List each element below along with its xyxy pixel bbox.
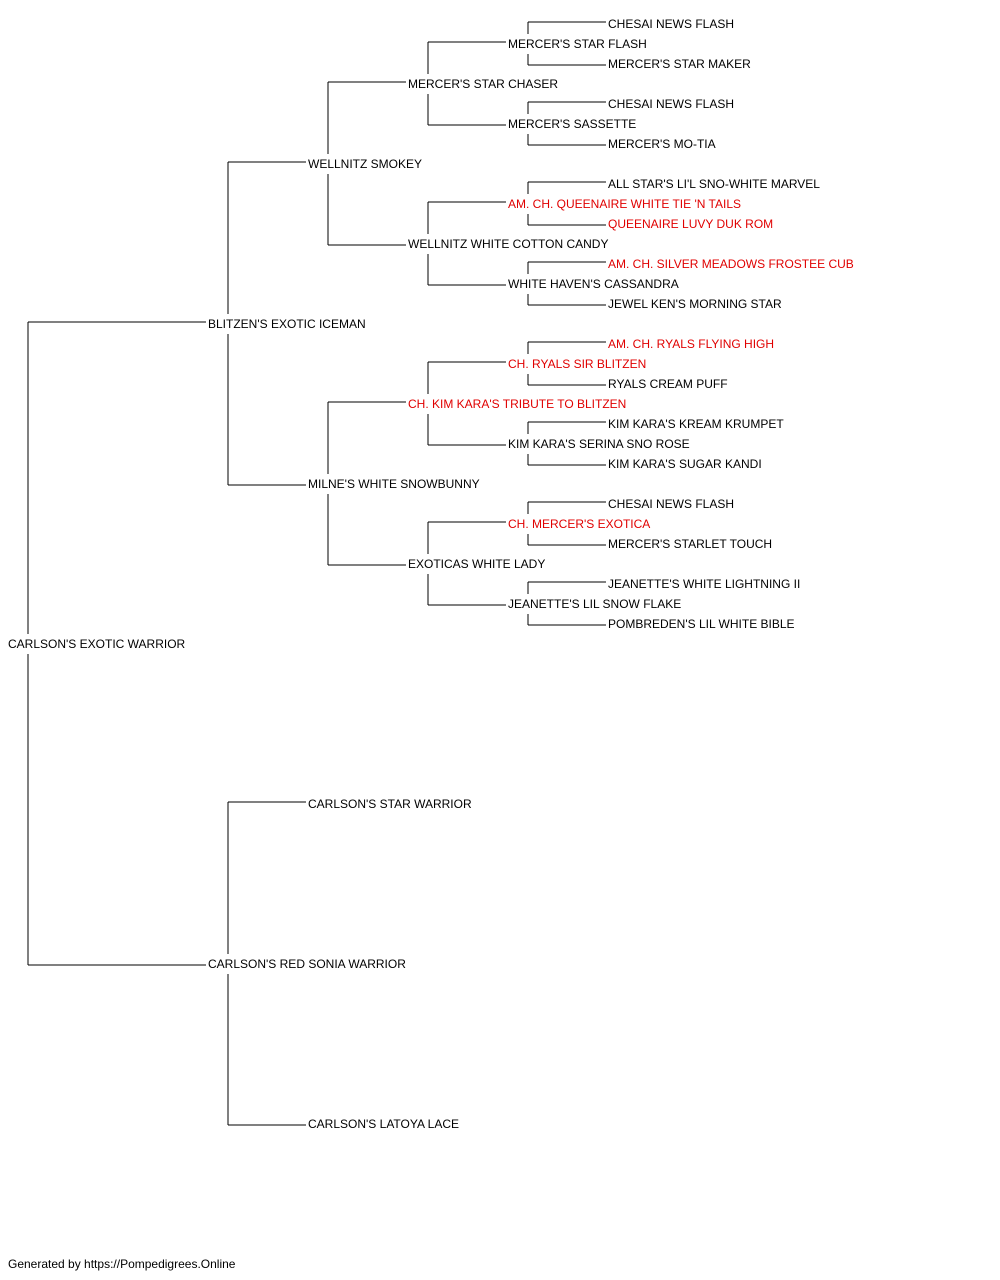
pedigree-node-sire-dam-sire-dam-sire: KIM KARA'S KREAM KRUMPET — [608, 417, 784, 431]
pedigree-node-sire-dam-sire: CH. KIM KARA'S TRIBUTE TO BLITZEN — [408, 397, 626, 411]
pedigree-node-sire-sire-sire-sire: MERCER'S STAR FLASH — [508, 37, 647, 51]
pedigree-node-sire-dam-sire-sire: CH. RYALS SIR BLITZEN — [508, 357, 646, 371]
pedigree-node-sire-sire-sire: MERCER'S STAR CHASER — [408, 77, 558, 91]
pedigree-node-sire-sire-dam-dam-sire: AM. CH. SILVER MEADOWS FROSTEE CUB — [608, 257, 854, 271]
pedigree-node-dam: CARLSON'S RED SONIA WARRIOR — [208, 957, 406, 971]
pedigree-node-sire-dam-sire-sire-dam: RYALS CREAM PUFF — [608, 377, 728, 391]
pedigree-node-sire-dam-sire-dam-dam: KIM KARA'S SUGAR KANDI — [608, 457, 762, 471]
pedigree-node-sire-dam-dam-dam-dam: POMBREDEN'S LIL WHITE BIBLE — [608, 617, 795, 631]
pedigree-node-sire-sire-dam-dam: WHITE HAVEN'S CASSANDRA — [508, 277, 679, 291]
pedigree-node-sire-dam-dam-sire-dam: MERCER'S STARLET TOUCH — [608, 537, 772, 551]
pedigree-node-sire-sire-dam-sire-sire: ALL STAR'S LI'L SNO-WHITE MARVEL — [608, 177, 820, 191]
pedigree-node-sire-sire-sire-dam-sire: CHESAI NEWS FLASH — [608, 97, 734, 111]
pedigree-node-: CARLSON'S EXOTIC WARRIOR — [8, 637, 186, 651]
pedigree-node-sire-dam-dam-dam-sire: JEANETTE'S WHITE LIGHTNING II — [608, 577, 800, 591]
pedigree-node-sire-dam: MILNE'S WHITE SNOWBUNNY — [308, 477, 480, 491]
pedigree-node-sire-dam-sire-sire-sire: AM. CH. RYALS FLYING HIGH — [608, 337, 774, 351]
pedigree-node-sire-sire: WELLNITZ SMOKEY — [308, 157, 422, 171]
pedigree-node-dam-sire: CARLSON'S STAR WARRIOR — [308, 797, 472, 811]
pedigree-node-sire-sire-dam-dam-dam: JEWEL KEN'S MORNING STAR — [608, 297, 782, 311]
pedigree-node-sire-dam-dam: EXOTICAS WHITE LADY — [408, 557, 545, 571]
pedigree-node-sire-dam-dam-sire: CH. MERCER'S EXOTICA — [508, 517, 650, 531]
pedigree-node-sire-dam-dam-dam: JEANETTE'S LIL SNOW FLAKE — [508, 597, 681, 611]
pedigree-node-dam-dam: CARLSON'S LATOYA LACE — [308, 1117, 459, 1131]
footer-credit: Generated by https://Pompedigrees.Online — [8, 1257, 236, 1271]
pedigree-node-sire-sire-dam-sire-dam: QUEENAIRE LUVY DUK ROM — [608, 217, 773, 231]
pedigree-node-sire-sire-sire-dam: MERCER'S SASSETTE — [508, 117, 636, 131]
pedigree-node-sire-sire-sire-dam-dam: MERCER'S MO-TIA — [608, 137, 716, 151]
pedigree-node-sire-sire-dam: WELLNITZ WHITE COTTON CANDY — [408, 237, 608, 251]
pedigree-node-sire-sire-dam-sire: AM. CH. QUEENAIRE WHITE TIE 'N TAILS — [508, 197, 741, 211]
pedigree-node-sire-sire-sire-sire-dam: MERCER'S STAR MAKER — [608, 57, 751, 71]
pedigree-node-sire: BLITZEN'S EXOTIC ICEMAN — [208, 317, 366, 331]
pedigree-node-sire-sire-sire-sire-sire: CHESAI NEWS FLASH — [608, 17, 734, 31]
pedigree-node-sire-dam-dam-sire-sire: CHESAI NEWS FLASH — [608, 497, 734, 511]
pedigree-node-sire-dam-sire-dam: KIM KARA'S SERINA SNO ROSE — [508, 437, 690, 451]
